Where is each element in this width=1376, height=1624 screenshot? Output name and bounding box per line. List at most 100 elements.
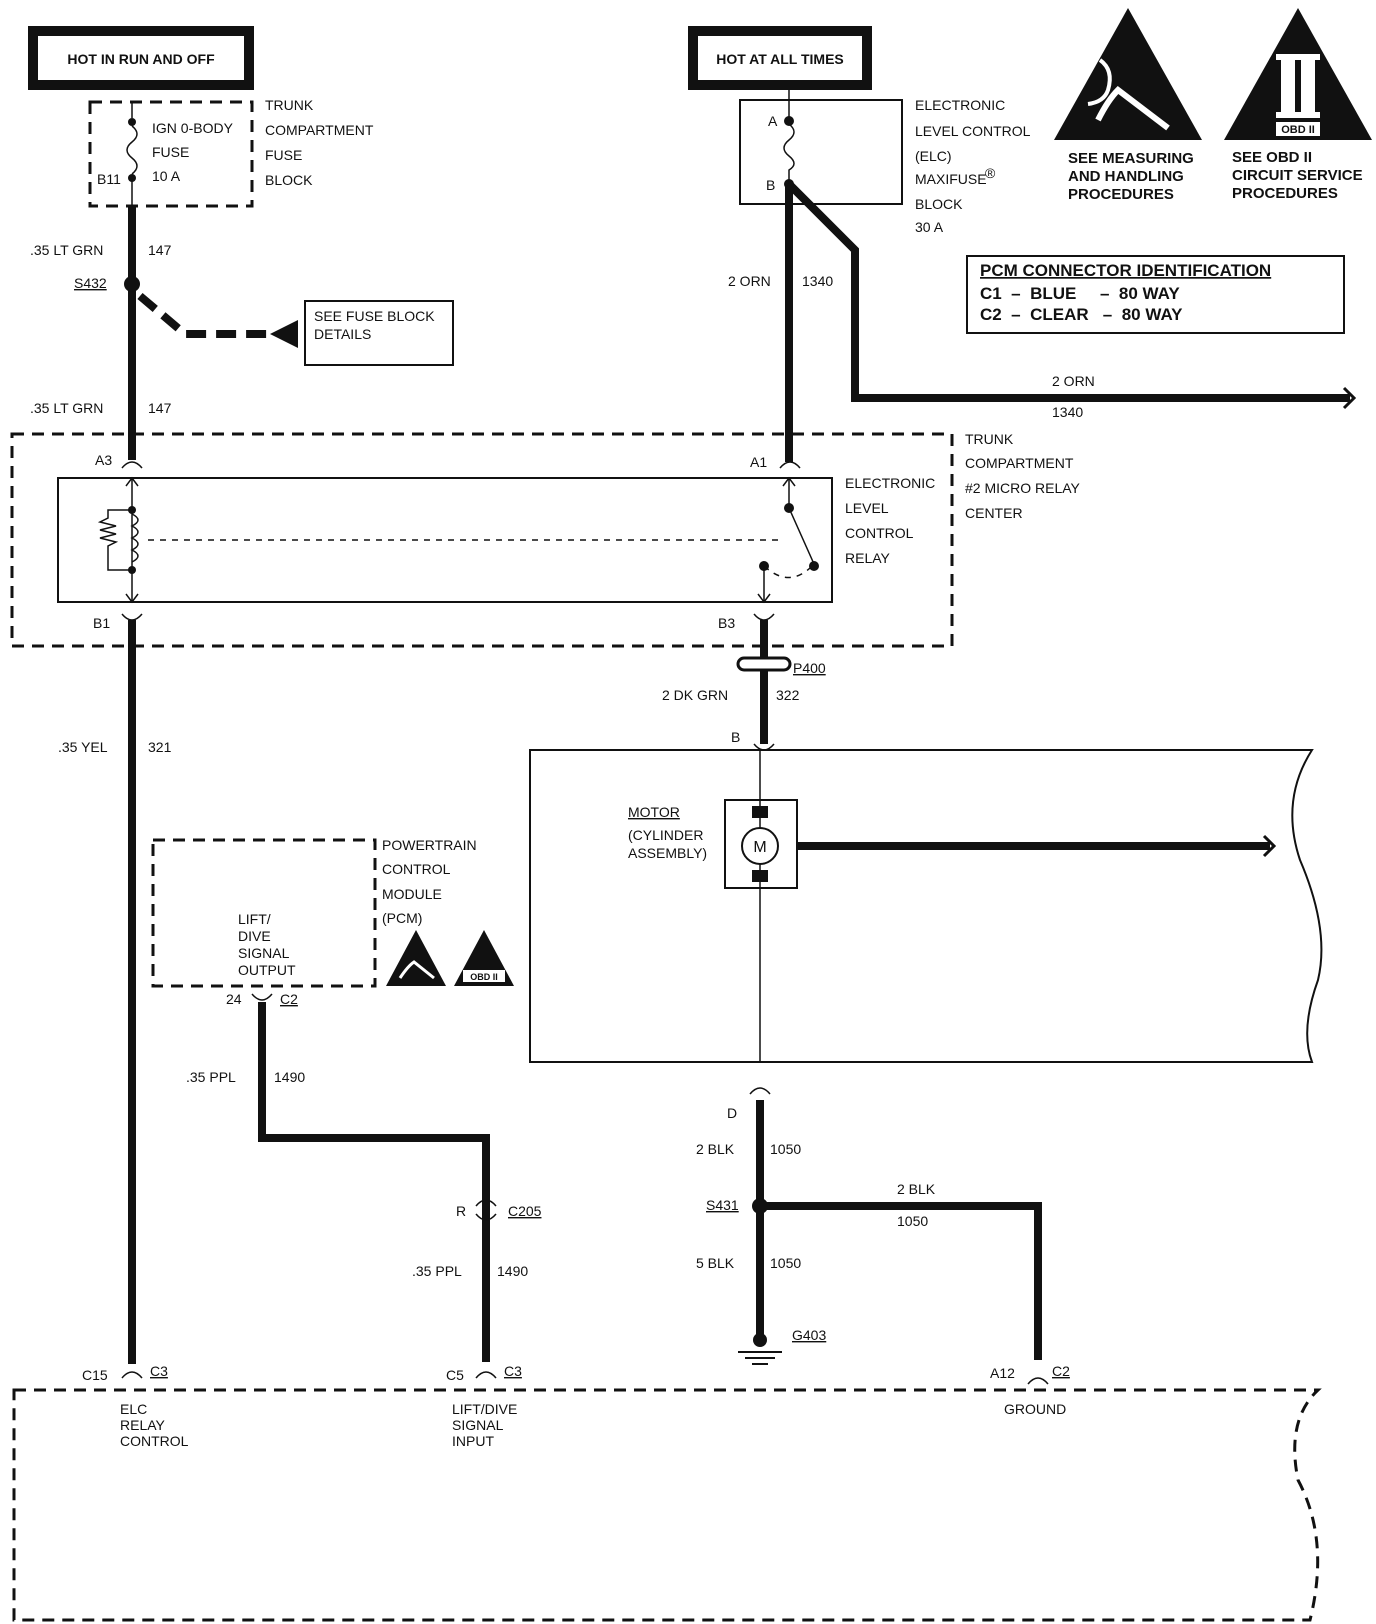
maxifuse-label-2: LEVEL CONTROL bbox=[915, 123, 1031, 139]
c205-connector: C205 bbox=[508, 1203, 542, 1219]
maxifuse-label-3: (ELC) bbox=[915, 148, 952, 164]
bottom-conn-1: C3 bbox=[150, 1363, 168, 1379]
obd-caption-1: SEE OBD II bbox=[1232, 149, 1312, 166]
relay-name-3: CONTROL bbox=[845, 525, 914, 541]
splice-s432 bbox=[124, 276, 140, 292]
obd-caption-3: PROCEDURES bbox=[1232, 185, 1338, 202]
relay-name-1: ELECTRONIC bbox=[845, 475, 935, 491]
power-source-all-times: HOT AT ALL TIMES bbox=[688, 26, 872, 90]
connector-c205-icon bbox=[475, 1199, 497, 1221]
fuse-rating: 10 A bbox=[152, 168, 181, 184]
wire-1050-right-num: 1050 bbox=[897, 1213, 928, 1229]
maxifuse-label-1: ELECTRONIC bbox=[915, 97, 1005, 113]
bottom-label-2a: LIFT/DIVE bbox=[452, 1401, 517, 1417]
esd-caption-1: SEE MEASURING bbox=[1068, 150, 1194, 167]
wire-1340-branch bbox=[786, 181, 1350, 402]
bottom-pin-c5: C5 bbox=[446, 1367, 464, 1383]
maxifuse-label-5: BLOCK bbox=[915, 196, 963, 212]
motor-pin-b: B bbox=[731, 729, 740, 745]
bottom-pin-c15: C15 bbox=[82, 1367, 108, 1383]
fuse-details-note-box bbox=[304, 300, 454, 366]
continuation-arrow-icon bbox=[1262, 834, 1277, 858]
wire-147-top-gauge: .35 LT GRN bbox=[30, 242, 103, 258]
maxifuse-pin-b: B bbox=[766, 177, 775, 193]
small-esd-warning-icon bbox=[386, 930, 446, 986]
fuse-block-location-1: TRUNK bbox=[265, 97, 314, 113]
power-label-all-times: HOT AT ALL TIMES bbox=[716, 51, 844, 67]
esd-caption-3: PROCEDURES bbox=[1068, 186, 1174, 203]
bottom-label-2b: SIGNAL bbox=[452, 1417, 504, 1433]
small-obd-warning-icon: OBD II bbox=[454, 930, 514, 986]
wire-321-num: 321 bbox=[148, 739, 172, 755]
power-source-run-off: HOT IN RUN AND OFF bbox=[28, 26, 254, 90]
motor-label-3: ASSEMBLY) bbox=[628, 845, 707, 861]
bottom-label-2c: INPUT bbox=[452, 1433, 494, 1449]
wire-321-gauge: .35 YEL bbox=[58, 739, 108, 755]
relay-pin-b3: B3 bbox=[718, 615, 735, 631]
continuation-arrow-icon bbox=[1342, 386, 1357, 410]
relay-center-2: COMPARTMENT bbox=[965, 455, 1074, 471]
wire-1490-bot-gauge: .35 PPL bbox=[412, 1263, 462, 1279]
fuse-name: IGN 0-BODY bbox=[152, 120, 234, 136]
relay-center-1: TRUNK bbox=[965, 431, 1014, 447]
fuse-icon bbox=[126, 125, 138, 175]
wire-1340-right-gauge: 2 ORN bbox=[1052, 373, 1095, 389]
pcm-name-3: MODULE bbox=[382, 886, 442, 902]
obd-warning-icon: OBD II bbox=[1224, 8, 1372, 140]
relay-name-4: RELAY bbox=[845, 550, 891, 566]
arrow-icon bbox=[270, 320, 298, 348]
cylinder-assembly: B M MOTOR (CYLINDER ASSEMBLY) bbox=[529, 729, 1323, 1063]
connector-p400-icon bbox=[736, 656, 792, 672]
maxifuse-label-6: 30 A bbox=[915, 219, 944, 235]
ground-icon bbox=[738, 1333, 782, 1365]
fuse-block-location-4: BLOCK bbox=[265, 172, 313, 188]
relay-name-2: LEVEL bbox=[845, 500, 889, 516]
maxifuse-block: A B ELECTRONIC LEVEL CONTROL (ELC) MAXIF… bbox=[739, 90, 1031, 235]
wire-322-num: 322 bbox=[776, 687, 800, 703]
obd-caption-2: CIRCUIT SERVICE bbox=[1232, 167, 1363, 184]
bottom-label-1c: CONTROL bbox=[120, 1433, 189, 1449]
fuse-block-location-3: FUSE bbox=[265, 147, 302, 163]
power-label-run-off: HOT IN RUN AND OFF bbox=[67, 51, 215, 67]
relay-pin-a1: A1 bbox=[750, 454, 767, 470]
pcm-module: POWERTRAIN CONTROL MODULE (PCM) LIFT/ DI… bbox=[151, 837, 477, 1007]
wire-147-bot-num: 147 bbox=[148, 400, 172, 416]
fuse-pin: B11 bbox=[97, 171, 121, 187]
wire-1340-gauge: 2 ORN bbox=[728, 273, 771, 289]
bottom-label-1b: RELAY bbox=[120, 1417, 166, 1433]
wire-1050-bot-gauge: 5 BLK bbox=[696, 1255, 735, 1271]
wire-1340-num: 1340 bbox=[802, 273, 833, 289]
motor-label-1: MOTOR bbox=[628, 804, 680, 820]
obd-badge: OBD II bbox=[1281, 124, 1315, 136]
relay-center: A3 A1 B1 B3 ELECTRONIC LEVEL CONTROL REL… bbox=[10, 431, 1081, 648]
relay-pin-a3: A3 bbox=[95, 452, 112, 468]
bottom-conn-2: C3 bbox=[504, 1363, 522, 1379]
relay-coil-icon bbox=[130, 513, 139, 563]
bottom-conn-3: C2 bbox=[1052, 1363, 1070, 1379]
wire-1050-top-gauge: 2 BLK bbox=[696, 1141, 735, 1157]
esd-caption-2: AND HANDLING bbox=[1068, 168, 1184, 185]
pcm-signal-1: LIFT/ bbox=[238, 911, 271, 927]
fuse-block-location-2: COMPARTMENT bbox=[265, 122, 374, 138]
pcm-signal-2: DIVE bbox=[238, 928, 271, 944]
pcm-connector-id-box: PCM CONNECTOR IDENTIFICATION C1 – BLUE –… bbox=[966, 255, 1345, 334]
fuse-details-note-2: DETAILS bbox=[314, 326, 371, 342]
bottom-label-3: GROUND bbox=[1004, 1401, 1066, 1417]
wire-1050-bot-num: 1050 bbox=[770, 1255, 801, 1271]
pcm-name-2: CONTROL bbox=[382, 861, 451, 877]
bottom-pin-a12: A12 bbox=[990, 1365, 1015, 1381]
elc-relay bbox=[57, 477, 833, 603]
wire-1490-top-gauge: .35 PPL bbox=[186, 1069, 236, 1085]
maxifuse-pin-a: A bbox=[768, 113, 778, 129]
maxifuse-icon bbox=[783, 100, 795, 184]
pcm-signal-3: SIGNAL bbox=[238, 945, 290, 961]
wire-1050-branch bbox=[760, 1202, 1042, 1360]
relay-center-4: CENTER bbox=[965, 505, 1023, 521]
relay-switch-icon bbox=[788, 507, 815, 565]
relay-pin-b1: B1 bbox=[93, 615, 110, 631]
fuse-name-2: FUSE bbox=[152, 144, 189, 160]
pcm-pin: 24 bbox=[226, 991, 242, 1007]
pcm-name-1: POWERTRAIN bbox=[382, 837, 477, 853]
relay-center-3: #2 MICRO RELAY bbox=[965, 480, 1081, 496]
fuse-block: IGN 0-BODY FUSE 10 A B11 TRUNK COMPARTME… bbox=[88, 97, 374, 208]
